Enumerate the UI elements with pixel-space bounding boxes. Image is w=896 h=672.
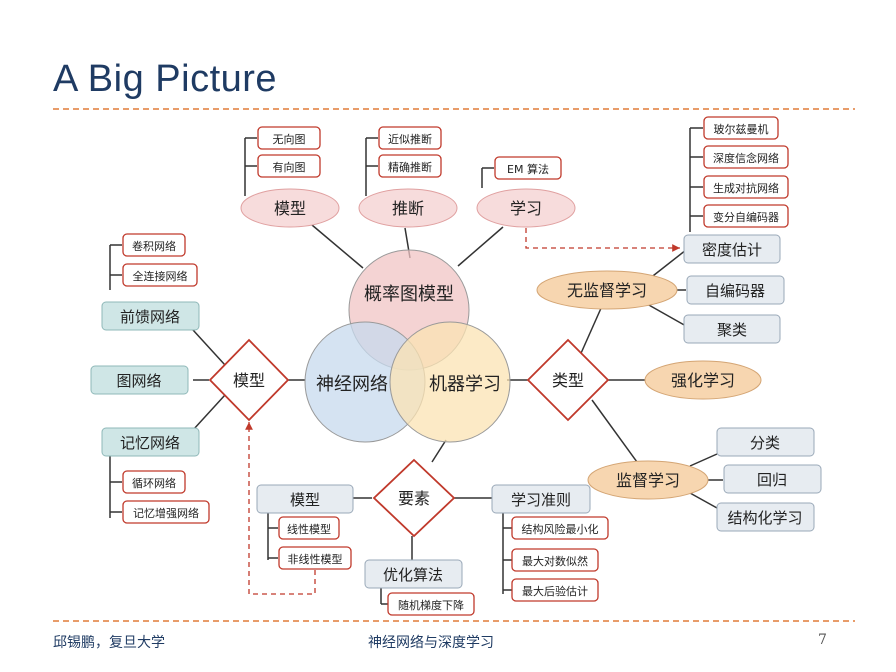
types-label: 类型 xyxy=(552,371,584,390)
memory-network-label: 记忆网络 xyxy=(120,434,180,452)
pgm-inference-label: 推断 xyxy=(392,199,424,218)
footer-course: 神经网络与深度学习 xyxy=(368,635,494,651)
ml-label: 机器学习 xyxy=(429,374,501,395)
linear-model-box xyxy=(278,516,340,540)
vae-label: 变分自编码器 xyxy=(713,210,779,224)
slide-title: A Big Picture xyxy=(53,58,278,100)
footer-author: 邱锡鹏，复旦大学 xyxy=(53,635,165,651)
elements-label: 要素 xyxy=(398,489,430,508)
regression-box xyxy=(723,464,822,494)
pgm-inference-ellipse xyxy=(358,188,458,228)
linear-model-label: 线性模型 xyxy=(287,522,331,536)
nn-model-diamond xyxy=(208,338,290,422)
criterion-box xyxy=(491,484,591,514)
pgm-label: 概率图模型 xyxy=(364,284,454,305)
gan-box xyxy=(703,175,789,199)
graph-network-box xyxy=(90,365,189,395)
ml-circle xyxy=(389,321,511,443)
nonlinear-model-box xyxy=(278,546,352,570)
optimization-box xyxy=(364,559,463,589)
mann-box xyxy=(122,500,210,524)
elem-model-box xyxy=(256,484,354,514)
pgm-model-label: 模型 xyxy=(274,199,306,218)
sgd-box xyxy=(387,592,475,616)
exact-inference-label: 精确推断 xyxy=(388,160,432,174)
structured-learning-label: 结构化学习 xyxy=(727,509,802,527)
density-estimation-box xyxy=(683,234,781,264)
criterion-label: 学习准则 xyxy=(511,491,571,509)
directed-graph-box xyxy=(257,154,321,178)
mle-label: 最大对数似然 xyxy=(522,554,588,568)
rnn-label: 循环网络 xyxy=(132,476,176,490)
optimization-label: 优化算法 xyxy=(383,566,443,584)
undirected-graph-box xyxy=(257,126,321,150)
clustering-label: 聚类 xyxy=(717,321,747,339)
connector-lines xyxy=(109,127,723,605)
dbn-label: 深度信念网络 xyxy=(713,151,779,165)
em-algorithm-label: EM 算法 xyxy=(507,162,549,176)
unsupervised-ellipse xyxy=(536,270,678,310)
rl-label: 强化学习 xyxy=(671,371,735,390)
fc-label: 全连接网络 xyxy=(133,269,188,283)
dbn-box xyxy=(703,145,789,169)
density-estimation-label: 密度估计 xyxy=(702,241,762,259)
sgd-label: 随机梯度下降 xyxy=(398,598,464,612)
memory-network-box xyxy=(101,427,200,457)
structured-learning-box xyxy=(716,502,815,532)
rl-ellipse xyxy=(644,360,762,400)
autoencoder-label: 自编码器 xyxy=(705,282,765,300)
fc-box xyxy=(122,263,198,287)
elem-model-label: 模型 xyxy=(290,491,320,509)
nonlinear-model-label: 非线性模型 xyxy=(288,552,343,566)
dashed-arrow-nonlinear-to-model xyxy=(245,422,316,595)
elements-diamond xyxy=(372,458,456,538)
dashed-arrow-learning-to-density xyxy=(525,228,680,252)
clustering-box xyxy=(683,314,781,344)
gan-label: 生成对抗网络 xyxy=(713,181,779,195)
supervised-label: 监督学习 xyxy=(616,471,680,490)
feedforward-label: 前馈网络 xyxy=(120,308,180,326)
map-box xyxy=(511,578,599,602)
exact-inference-box xyxy=(378,154,442,178)
mann-label: 记忆增强网络 xyxy=(133,506,199,520)
classification-label: 分类 xyxy=(750,434,780,452)
pgm-learning-ellipse xyxy=(476,188,576,228)
supervised-ellipse xyxy=(587,460,709,500)
directed-graph-label: 有向图 xyxy=(273,160,306,174)
unsupervised-label: 无监督学习 xyxy=(567,281,647,300)
vae-box xyxy=(703,204,789,228)
types-diamond xyxy=(526,338,610,422)
map-label: 最大后验估计 xyxy=(522,584,588,598)
pgm-learning-label: 学习 xyxy=(510,199,542,218)
nn-label: 神经网络 xyxy=(316,374,388,395)
approx-inference-label: 近似推断 xyxy=(388,132,432,146)
regression-label: 回归 xyxy=(757,471,787,489)
autoencoder-box xyxy=(686,275,785,305)
srm-label: 结构风险最小化 xyxy=(522,522,599,536)
boltzmann-label: 玻尔兹曼机 xyxy=(714,122,769,136)
undirected-graph-label: 无向图 xyxy=(273,132,306,146)
nn-model-label: 模型 xyxy=(233,371,265,390)
cnn-label: 卷积网络 xyxy=(132,239,176,253)
rnn-box xyxy=(122,470,186,494)
graph-network-label: 图网络 xyxy=(116,372,161,390)
page-number: 7 xyxy=(818,632,827,648)
feedforward-box xyxy=(101,301,200,331)
mle-box xyxy=(511,548,599,572)
srm-box xyxy=(511,516,609,540)
em-algorithm-box xyxy=(494,156,562,180)
pgm-model-ellipse xyxy=(240,188,340,228)
classification-box xyxy=(716,427,815,457)
cnn-box xyxy=(122,233,186,257)
approx-inference-box xyxy=(378,126,442,150)
boltzmann-box xyxy=(703,116,779,140)
